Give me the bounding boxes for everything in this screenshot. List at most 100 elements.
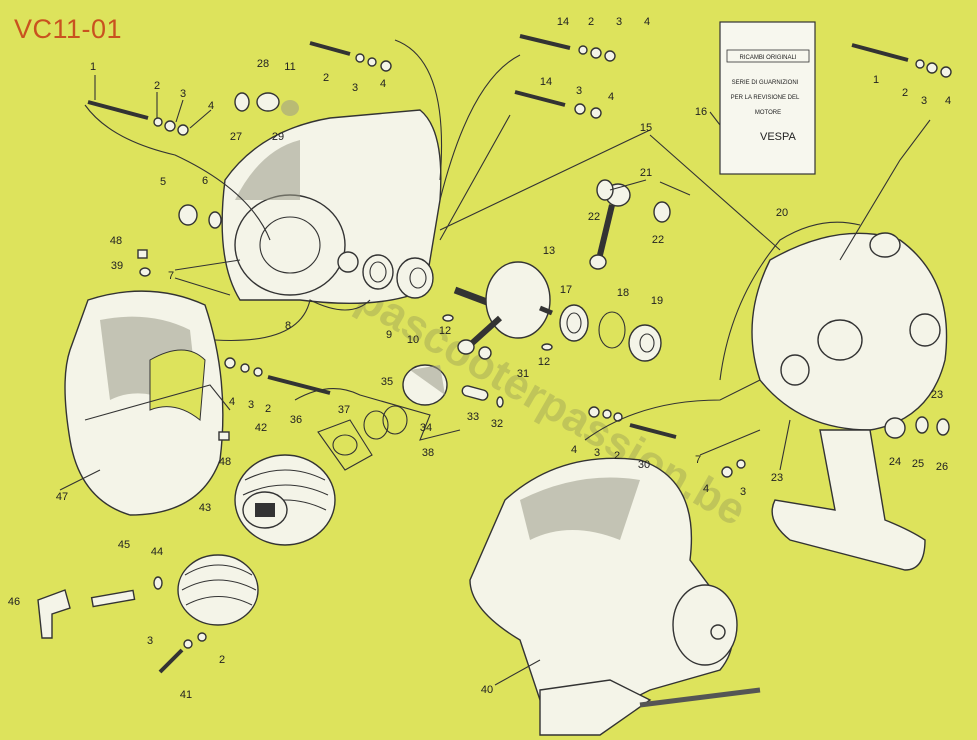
- part-label: 6: [202, 175, 208, 187]
- part-label: 3: [248, 399, 254, 411]
- part-label: 46: [8, 596, 20, 608]
- part-label: 15: [640, 122, 652, 134]
- part-label: 4: [208, 100, 214, 112]
- part-label: 23: [771, 472, 783, 484]
- diagram-title: VC11-01: [14, 14, 123, 44]
- bush-28: [234, 92, 299, 116]
- part-label: 3: [576, 85, 582, 97]
- part-label: 2: [614, 450, 620, 462]
- part-label: 21: [640, 167, 652, 179]
- part-label: 22: [652, 234, 664, 246]
- bolt-41: [158, 632, 207, 674]
- assembled-engine: [469, 457, 761, 736]
- part-label: 13: [543, 245, 555, 257]
- piston-rings: [363, 405, 408, 440]
- part-label: 4: [380, 78, 386, 90]
- part-label: 48: [219, 456, 231, 468]
- part-label: 45: [118, 539, 130, 551]
- part-label: 7: [168, 270, 174, 282]
- part-label: 32: [491, 418, 503, 430]
- part-label: 35: [381, 376, 393, 388]
- part-label: 48: [110, 235, 122, 247]
- bolt-1-left: [87, 100, 189, 136]
- spark-plug-cap: [37, 589, 71, 639]
- part-label: 3: [594, 447, 600, 459]
- part-label: 42: [255, 422, 267, 434]
- part-label: 44: [151, 546, 163, 558]
- part-label: 17: [560, 284, 572, 296]
- spark-plug: [90, 576, 163, 608]
- crankshaft: [453, 261, 553, 355]
- part-label: 2: [265, 403, 271, 415]
- gasket-37: [317, 419, 373, 471]
- part-label: 4: [229, 396, 235, 408]
- leader-lines: [59, 39, 931, 686]
- part-label: 27: [230, 131, 242, 143]
- cylinder-head: [177, 554, 259, 626]
- piston-pin: [461, 385, 504, 408]
- crankcase-left-half: [221, 109, 442, 305]
- part-label: 12: [538, 356, 550, 368]
- part-label: 7: [695, 454, 701, 466]
- part-label: 36: [290, 414, 302, 426]
- part-label: 14: [557, 16, 569, 28]
- part-label: 26: [936, 461, 948, 473]
- connecting-rod: [589, 179, 671, 270]
- part-label: 18: [617, 287, 629, 299]
- stud-14-mid: [514, 90, 602, 119]
- stud-30: [588, 406, 677, 439]
- part-label: 2: [323, 72, 329, 84]
- part-label: 24: [889, 456, 901, 468]
- part-label: 2: [154, 80, 160, 92]
- stud-14-top: [519, 34, 616, 62]
- piston: [402, 364, 448, 406]
- part-label: 47: [56, 491, 68, 503]
- part-number-labels: 1 2 3 4 28 27 29 11 2 3 4 14 2 3 4 14 3 …: [8, 16, 951, 701]
- part-label: 20: [776, 207, 788, 219]
- part-label: 25: [912, 458, 924, 470]
- part-label: 3: [616, 16, 622, 28]
- part-label: 1: [873, 74, 879, 86]
- part-label: 40: [481, 684, 493, 696]
- part-label: 30: [638, 459, 650, 471]
- stud-36: [224, 357, 331, 395]
- part-label: 3: [740, 486, 746, 498]
- gasket-set-packet: RICAMBI ORIGINALI SERIE DI GUARNIZIONI P…: [719, 21, 816, 175]
- part-label: 39: [111, 260, 123, 272]
- part-label: 11: [284, 61, 295, 73]
- part-label: 33: [467, 411, 479, 423]
- part-label: 9: [386, 329, 392, 341]
- stud-48-39: [137, 249, 151, 277]
- packet-line2: PER LA REVISIONE DEL: [731, 95, 800, 101]
- part-label: 14: [540, 76, 552, 88]
- stud-48-bottom: [218, 431, 230, 441]
- packet-brand: RICAMBI ORIGINALI: [739, 55, 796, 61]
- part-label: 2: [902, 87, 908, 99]
- part-label: 5: [160, 176, 166, 188]
- part-label: 8: [285, 320, 291, 332]
- packet-line1: SERIE DI GUARNIZIONI: [732, 80, 799, 86]
- part-label: 19: [651, 295, 663, 307]
- cylinder: [234, 454, 336, 546]
- part-label: 37: [338, 404, 350, 416]
- part-label: 34: [420, 422, 432, 434]
- crankcase-right-half: [719, 221, 948, 571]
- part-label: 3: [921, 95, 927, 107]
- packet-line3: MOTORE: [755, 110, 781, 116]
- part-label: 29: [272, 131, 284, 143]
- part-label: 31: [517, 368, 529, 380]
- part-label: 3: [180, 88, 186, 100]
- parts-17-18-19: [559, 304, 662, 362]
- part-label: 16: [695, 106, 707, 118]
- part-label: 10: [407, 334, 419, 346]
- part-label: 12: [439, 325, 451, 337]
- bolt-11: [309, 41, 392, 72]
- bolt-1-right: [851, 43, 952, 78]
- oil-seal-9: [362, 254, 394, 290]
- parts-5-6: [178, 204, 222, 229]
- part-label: 4: [608, 91, 614, 103]
- parts-24-25-26: [884, 416, 950, 439]
- part-label: 23: [931, 389, 943, 401]
- bearing-10: [396, 257, 434, 299]
